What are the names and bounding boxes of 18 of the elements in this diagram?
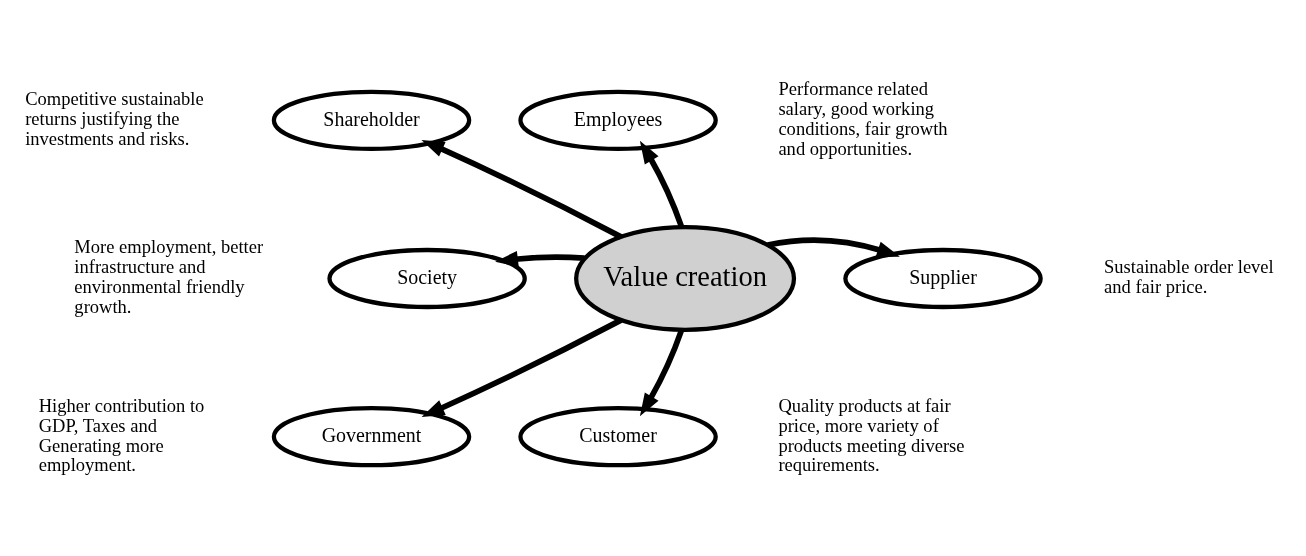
node-ellipse: Employees [518, 89, 718, 151]
node-label: Quality products at fair price, more variety of products meeting diverse requirements. [778, 394, 965, 475]
node-label: Competitive sustainable returns justifying the investments and risks. [25, 87, 204, 149]
arrow [421, 317, 623, 417]
node-ellipse: Customer [518, 405, 718, 467]
arrow [495, 250, 585, 267]
node-label: Performance related salary, good working conditions, fair growth and opportunities. [778, 77, 948, 159]
arrow [639, 328, 685, 416]
arrow [421, 139, 623, 239]
node-ellipse: Shareholder [271, 89, 472, 151]
node-ellipse: Supplier [843, 247, 1043, 309]
node-label: Higher contribution to GDP, Taxes and Generating more employment. [38, 394, 205, 475]
node-ellipse: Government [271, 405, 472, 467]
node-ellipse: Value creation [574, 224, 797, 332]
node-label: More employment, better infrastructure and environmental friendly growth. [74, 235, 264, 317]
node-label: Sustainable order level and fair price. [1104, 255, 1274, 297]
arrow [639, 140, 685, 228]
arrow [767, 236, 900, 257]
